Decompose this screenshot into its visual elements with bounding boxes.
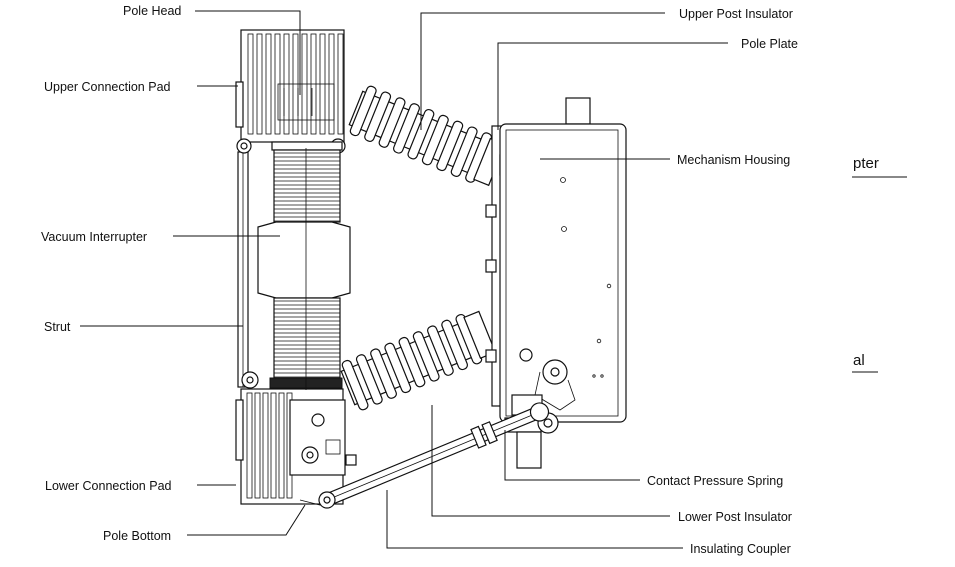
pole-bottom-fin	[262, 392, 269, 499]
pole-bottom-fin	[270, 392, 277, 499]
lower-insulator-shed	[341, 359, 369, 411]
upper-insulator-shed	[378, 97, 406, 148]
label-lower-post-insulator: Lower Post Insulator	[678, 510, 792, 524]
lower-insulator-shed	[427, 325, 454, 376]
lower-insulator-shed	[398, 336, 426, 388]
leader-lines	[80, 10, 907, 549]
upper-bellows-body	[273, 149, 341, 223]
pole-head-fin	[265, 33, 272, 135]
label-lower-connection-pad: Lower Connection Pad	[45, 479, 172, 493]
lower-insulator-shed	[412, 331, 440, 382]
lower-post-insulator-drawing	[340, 310, 497, 411]
label-upper-post-insulator: Upper Post Insulator	[679, 7, 793, 21]
label-strut: Strut	[44, 320, 71, 334]
clipped-text-top: pter	[853, 155, 879, 172]
label-upper-connection-pad: Upper Connection Pad	[44, 80, 171, 94]
label-insulating-coupler: Insulating Coupler	[690, 542, 791, 556]
upper-insulator-shed	[393, 103, 420, 154]
upper-insulator-shed	[364, 91, 392, 142]
label-pole-plate: Pole Plate	[741, 37, 798, 51]
pole-head-drawing	[235, 29, 346, 154]
mechanism-housing-drawing	[499, 97, 627, 423]
insulating-coupler-drawing	[318, 402, 550, 509]
pole-bottom-fin	[278, 392, 285, 499]
label-contact-pressure-spring: Contact Pressure Spring	[647, 474, 783, 488]
upper-insulator-shed	[407, 108, 435, 160]
upper-insulator-shed	[349, 85, 377, 137]
label-pole-head: Pole Head	[123, 4, 181, 18]
pole-bottom-drawing	[235, 371, 357, 506]
upper-insulator-shed	[436, 120, 464, 172]
pole-bottom-fin	[254, 392, 261, 499]
upper-post-insulator-drawing	[348, 85, 506, 187]
label-vacuum-interrupter: Vacuum Interrupter	[41, 230, 147, 244]
pole-head-fin	[337, 33, 344, 135]
pole-head-fin	[256, 33, 263, 135]
pole-bottom-fin	[246, 392, 253, 499]
lower-bellows-body	[273, 297, 341, 379]
lower-insulator-shed	[355, 354, 383, 405]
label-pole-bottom: Pole Bottom	[103, 529, 171, 543]
pole-head-fin	[247, 33, 254, 135]
strut-drawing	[237, 151, 249, 388]
lower-insulator-shed	[370, 348, 397, 399]
lower-insulator-shed	[441, 319, 469, 371]
lower-insulator-shed	[384, 342, 412, 394]
clipped-text-bottom: al	[853, 352, 865, 369]
vacuum-interrupter-drawing	[257, 141, 351, 389]
upper-insulator-shed	[450, 126, 478, 177]
label-mechanism-housing: Mechanism Housing	[677, 153, 790, 167]
upper-insulator-shed	[421, 114, 449, 166]
